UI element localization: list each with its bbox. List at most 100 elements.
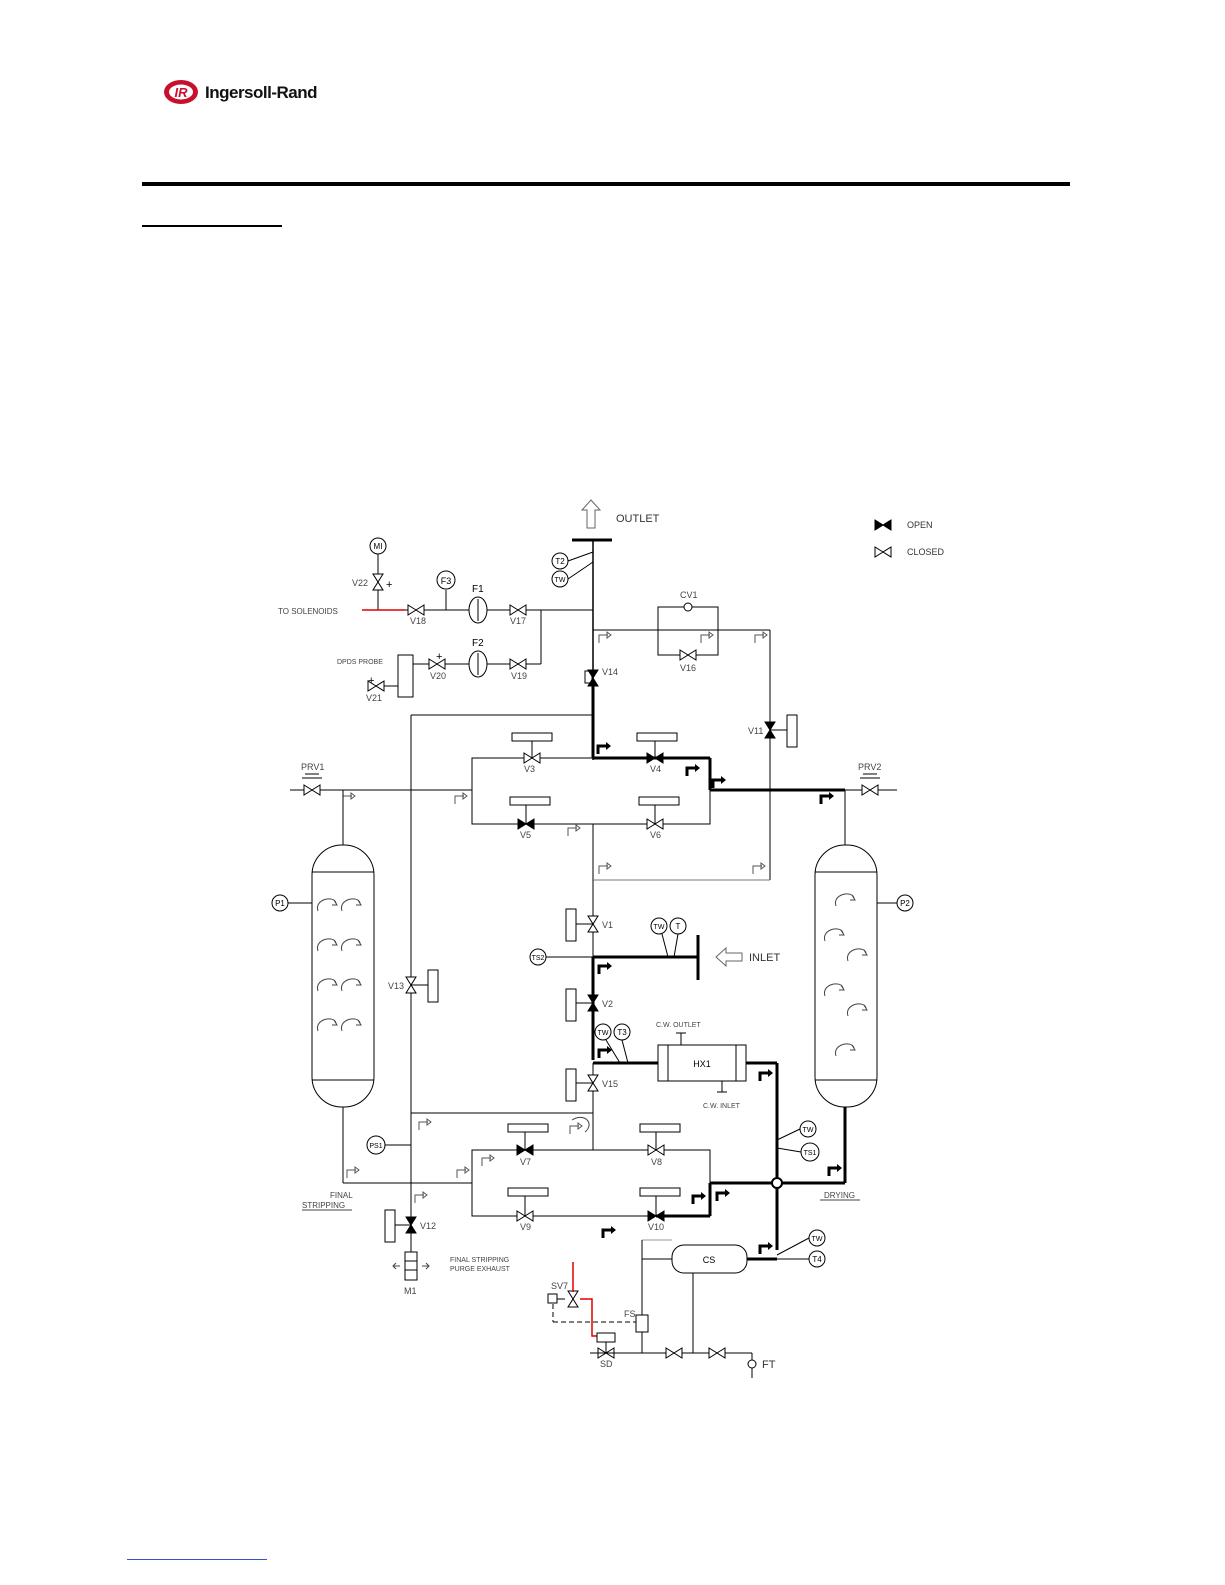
ts1-gauge: TW TS1 (776, 1120, 820, 1162)
svg-text:V7: V7 (520, 1157, 531, 1167)
svg-text:PRV1: PRV1 (301, 762, 324, 772)
v22-label: V22 (352, 578, 368, 588)
v1-valve: V1 (565, 908, 613, 942)
svg-text:C.W. INLET: C.W. INLET (703, 1103, 741, 1110)
lower-valve-block: V7 V8 V9 V10 (456, 1113, 732, 1240)
sv7-valve-icon (567, 1290, 579, 1308)
svg-text:C.W. OUTLET: C.W. OUTLET (656, 1022, 701, 1029)
outlet-label: OUTLET (616, 513, 660, 525)
svg-text:TW: TW (555, 577, 566, 584)
svg-text:P1: P1 (275, 899, 285, 908)
footer-rule (127, 1559, 267, 1560)
final-label: FINAL (330, 1191, 353, 1200)
svg-text:F1: F1 (472, 584, 484, 595)
tower-p1: P1 (271, 844, 375, 1108)
svg-text:V21: V21 (366, 693, 382, 703)
svg-text:TW: TW (654, 924, 665, 931)
cv1-bypass: CV1 V16 (593, 590, 770, 673)
prv1: PRV1 (290, 762, 343, 796)
svg-text:M1: M1 (404, 1286, 417, 1296)
svg-text:V15: V15 (602, 1079, 618, 1089)
drying-label: DRYING (824, 1191, 855, 1200)
purge-instrument-cluster: MI V22 + TO SOLENOIDS V18 F3 F1 V17 F2 (278, 537, 593, 703)
mi-label: MI (374, 542, 383, 551)
svg-text:T3: T3 (617, 1028, 627, 1037)
v2-valve: V2 (565, 988, 613, 1022)
dpds-probe-label: DPDS PROBE (337, 659, 383, 666)
legend-closed-valve-icon (874, 546, 892, 558)
svg-text:V5: V5 (520, 830, 531, 840)
svg-text:P2: P2 (900, 899, 910, 908)
svg-text:V11: V11 (748, 726, 763, 736)
svg-text:V17: V17 (510, 616, 526, 626)
v18-valve-icon (407, 604, 425, 616)
legend: OPEN CLOSED (874, 519, 945, 558)
f3-gauge (436, 570, 456, 590)
svg-text:V14: V14 (602, 667, 618, 677)
svg-text:V19: V19 (511, 671, 527, 681)
svg-text:V18: V18 (410, 616, 426, 626)
svg-text:TW: TW (812, 1236, 823, 1243)
ir-logo-icon: IR (164, 80, 198, 104)
svg-text:F3: F3 (441, 576, 452, 586)
purge-exhaust: V12 M1 FINAL STRIPPING PURGE EXHAUST (384, 1185, 511, 1296)
legend-closed-label: CLOSED (907, 547, 945, 557)
svg-text:CV1: CV1 (680, 590, 698, 600)
section-underline (142, 225, 282, 227)
svg-text:V20: V20 (430, 671, 446, 681)
svg-text:V10: V10 (648, 1222, 664, 1232)
svg-text:T: T (676, 922, 681, 931)
inlet: INLET TS2 TW T (529, 917, 780, 980)
svg-text:+: + (386, 579, 392, 591)
upper-valve-block: V3 V4 V5 V6 (342, 732, 728, 840)
outlet: OUTLET (572, 499, 660, 542)
svg-text:FS: FS (624, 1309, 636, 1319)
svg-text:HX1: HX1 (693, 1059, 711, 1069)
v13-valve: V13 (388, 969, 439, 1003)
svg-text:+: + (436, 651, 442, 663)
legend-open-label: OPEN (907, 520, 933, 530)
dpds-probe (397, 654, 414, 698)
brand-name: Ingersoll-Rand (205, 83, 318, 102)
v22-valve-icon (372, 573, 384, 591)
svg-text:V3: V3 (524, 764, 535, 774)
legend-open-valve-icon (874, 519, 892, 531)
purge-exhaust-label-1: FINAL STRIPPING (450, 1257, 509, 1264)
svg-text:SV7: SV7 (551, 1281, 568, 1291)
header-rule (142, 182, 1070, 186)
svg-text:V13: V13 (388, 981, 404, 991)
prv2: PRV2 (845, 762, 897, 796)
stripping-label: STRIPPING (302, 1201, 345, 1210)
svg-text:IR: IR (175, 85, 189, 100)
condensate-separator: CS TW T4 (641, 1229, 826, 1353)
svg-text:V12: V12 (420, 1221, 436, 1231)
svg-text:+: + (368, 675, 374, 687)
svg-text:PRV2: PRV2 (858, 762, 881, 772)
svg-text:SD: SD (600, 1359, 613, 1369)
v11-valve: V11 (748, 714, 798, 748)
v17-valve-icon (509, 604, 527, 616)
ps1-switch: PS1 (366, 1135, 411, 1155)
svg-text:T2: T2 (555, 557, 565, 566)
svg-text:T4: T4 (812, 1255, 822, 1264)
svg-text:TS2: TS2 (532, 955, 545, 962)
tower-p2: P2 (814, 844, 914, 1108)
svg-text:CS: CS (703, 1255, 716, 1265)
svg-text:V16: V16 (680, 663, 696, 673)
svg-text:V6: V6 (650, 830, 661, 840)
drain-section: FS SV7 SD FT (547, 1262, 776, 1378)
t2-gauge: T2 TW (551, 551, 594, 588)
v14-valve: V14 (584, 667, 618, 687)
svg-text:V4: V4 (650, 764, 661, 774)
heat-exchanger-hx1: HX1 C.W. OUTLET C.W. INLET TW T3 (593, 1022, 779, 1250)
svg-text:V8: V8 (651, 1157, 662, 1167)
inlet-arrow-icon (715, 946, 743, 968)
svg-text:V9: V9 (520, 1222, 531, 1232)
svg-text:F2: F2 (472, 638, 484, 649)
to-solenoids-label: TO SOLENOIDS (278, 607, 338, 616)
v15-valve: V15 (565, 1068, 618, 1102)
v19-valve-icon (509, 658, 527, 670)
svg-text:FT: FT (762, 1359, 776, 1371)
outlet-arrow-icon (580, 499, 602, 529)
